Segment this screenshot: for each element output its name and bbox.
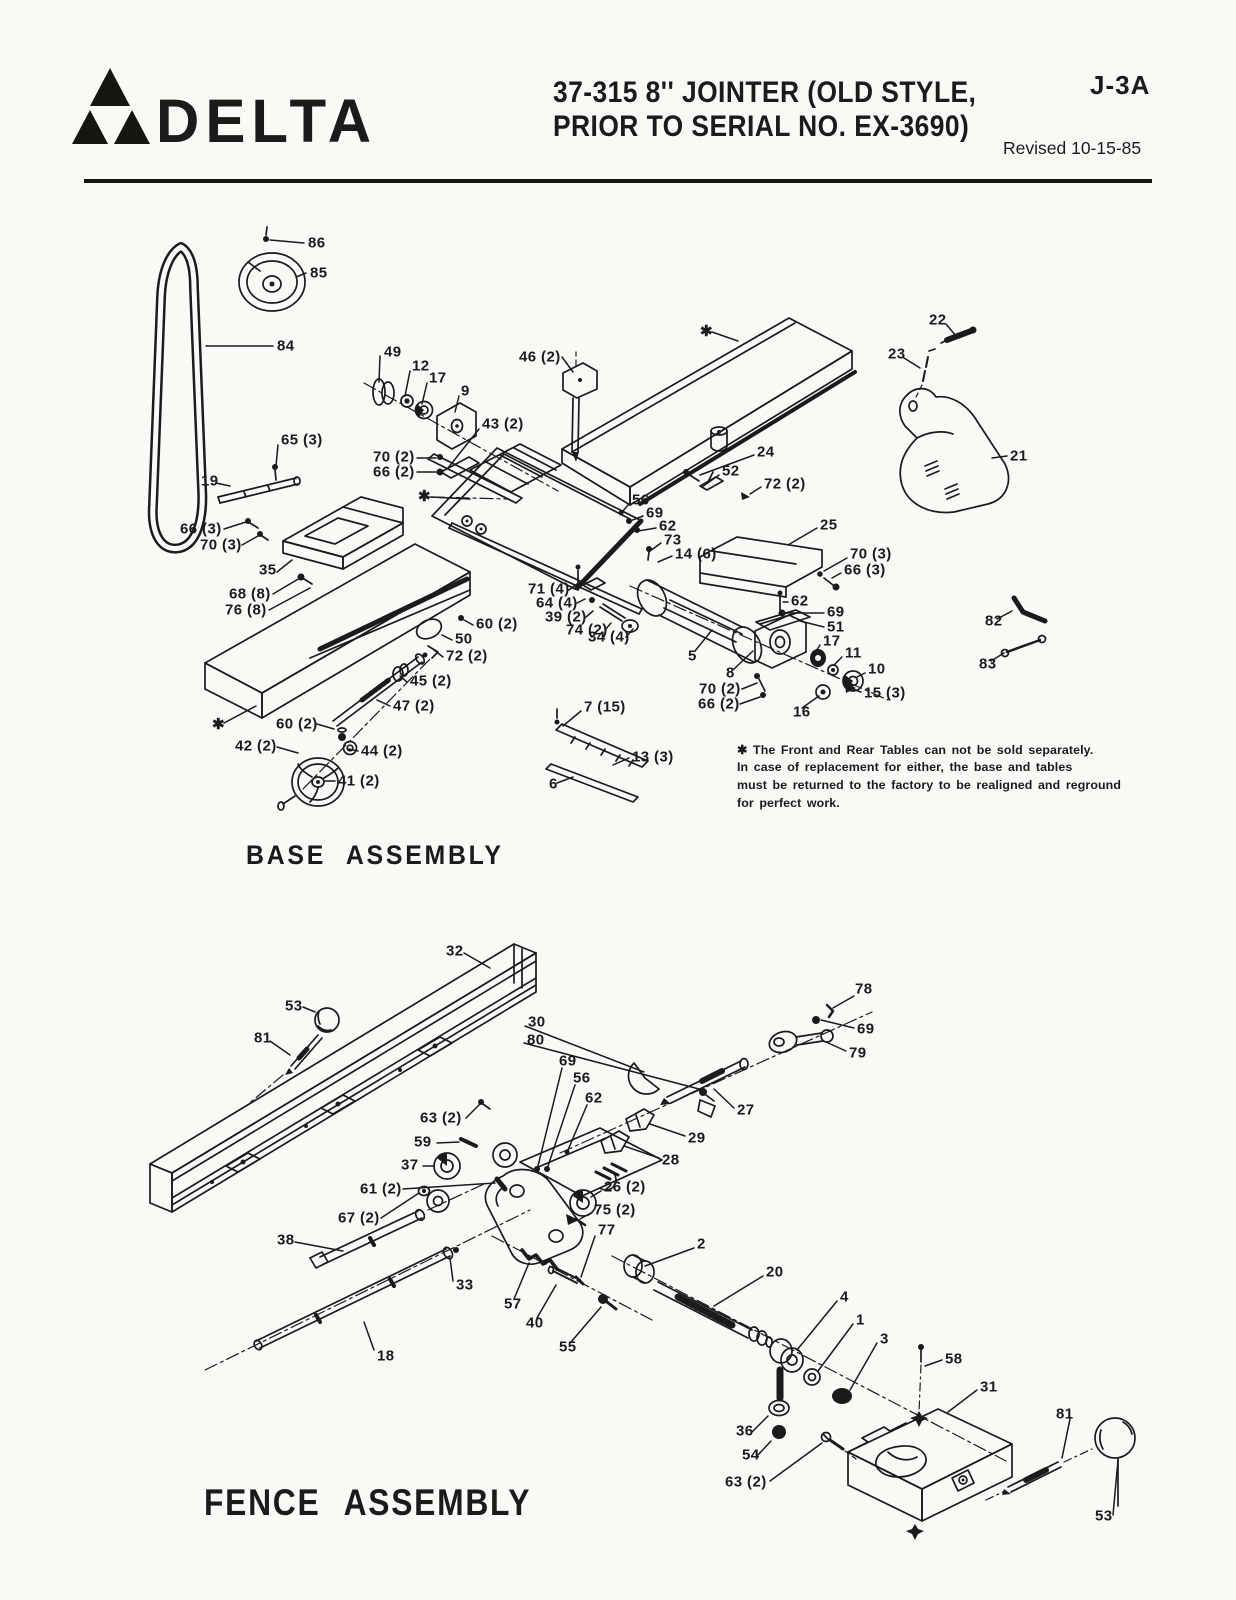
brand-name: DELTA [156, 87, 378, 156]
carriage-parts [417, 1127, 663, 1286]
page-title-line1: 37-315 8'' JOINTER (OLD STYLE, [553, 76, 977, 109]
wrenches [1000, 595, 1048, 658]
base-assembly-drawing [147, 226, 1048, 811]
delta-logo-icon [72, 68, 150, 144]
bearing-parts [754, 590, 864, 700]
page-title-line2: PRIOR TO SERIAL NO. EX-3690) [553, 110, 970, 143]
rear-door [699, 536, 840, 598]
leader-lines [205, 239, 1119, 1516]
center-base [427, 443, 644, 591]
belt-guard [899, 326, 1010, 514]
document-code: J-3A [1090, 70, 1151, 100]
chip-deflector-parts [575, 564, 639, 633]
revision-date: Revised 10-15-85 [1003, 138, 1142, 158]
support-bracket [217, 464, 404, 585]
fence-knob-pin [245, 1007, 340, 1107]
v-belt [147, 242, 208, 554]
fence-blade [149, 943, 537, 1213]
lead-screw-parts [611, 1254, 1007, 1462]
knife-parts [545, 708, 649, 803]
front-table [204, 543, 471, 719]
handwheel-parts [277, 653, 433, 811]
tie-rods [204, 1183, 653, 1371]
footnote-line: for perfect work. [737, 796, 840, 810]
footnote-line: In case of replacement for either, the b… [737, 760, 1073, 774]
base-assembly-caption: BASE ASSEMBLY [246, 840, 504, 870]
motor-pulley [238, 226, 306, 312]
fence-base-casting [847, 1408, 1136, 1540]
shaft-parts [363, 378, 559, 658]
footnote-line: ✱ The Front and Rear Tables can not be s… [737, 743, 1094, 757]
fence-clamp [478, 1062, 716, 1118]
footnote-line: must be returned to the factory to be re… [737, 778, 1121, 792]
header-divider [84, 179, 1152, 183]
fence-assembly-caption: FENCE ASSEMBLY [204, 1482, 532, 1523]
rear-table [561, 317, 857, 506]
